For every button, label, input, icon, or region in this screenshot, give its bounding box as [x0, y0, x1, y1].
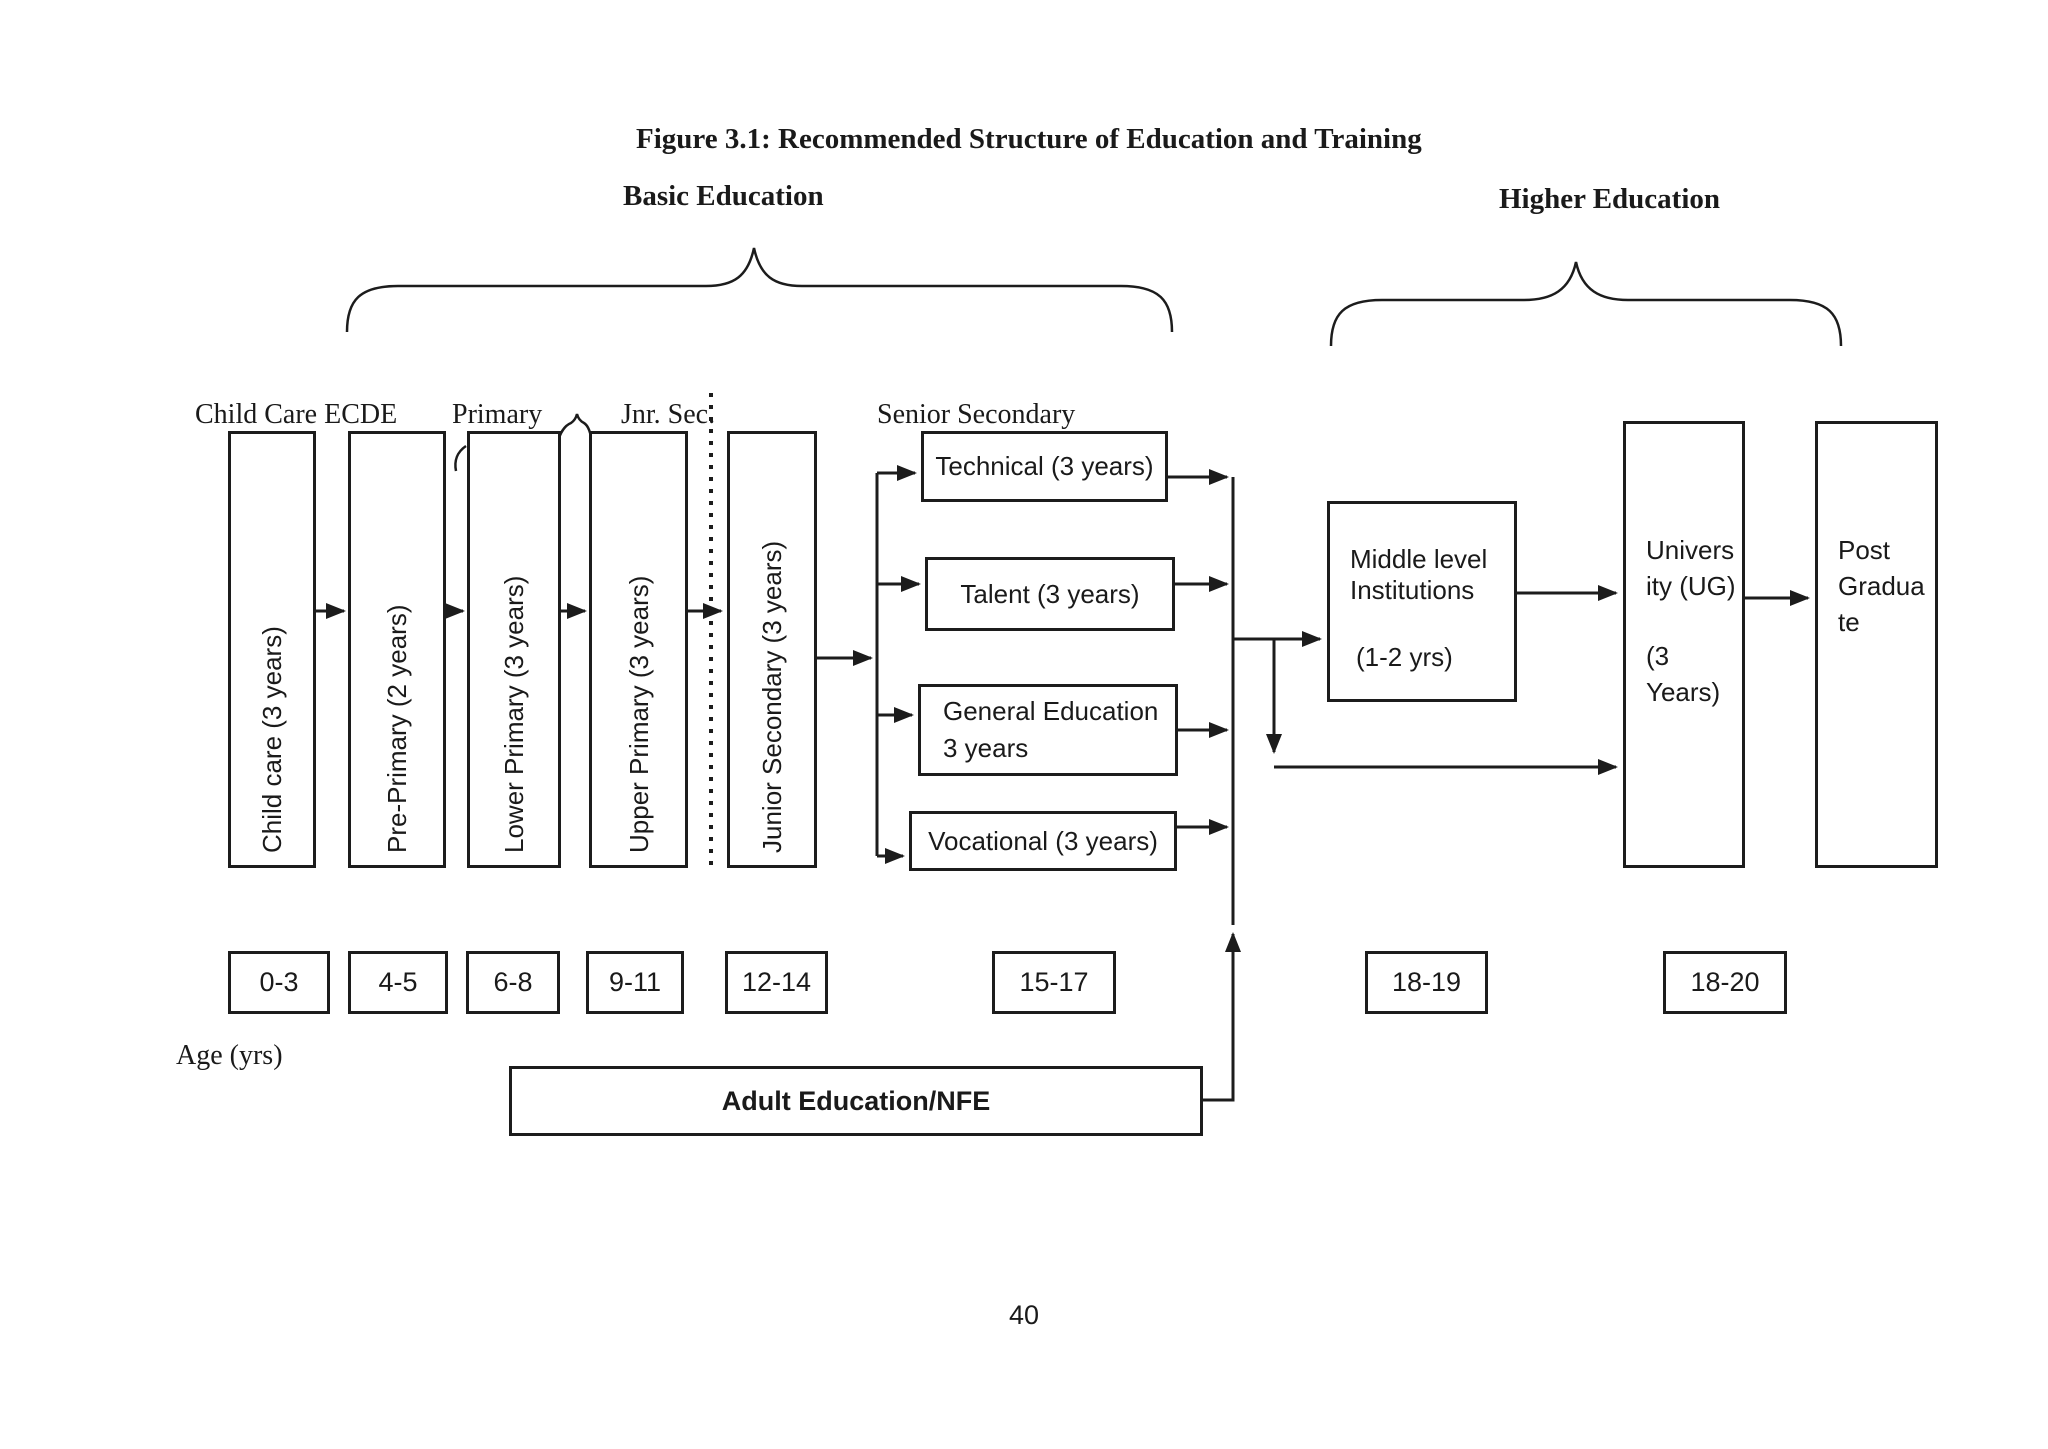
age-value: 6-8 — [493, 967, 533, 997]
age-value: 18-20 — [1690, 967, 1760, 997]
university-duration-line: (3 — [1646, 641, 1670, 671]
middle-level-name-line: Middle level — [1350, 544, 1488, 574]
age-box-15-17: 15-17 — [992, 951, 1116, 1014]
track-label: Talent (3 years) — [960, 578, 1140, 609]
primary-brace-left-mark — [454, 444, 467, 472]
university-name-line: ity (UG) — [1646, 571, 1736, 601]
age-value: 15-17 — [1019, 967, 1089, 997]
age-box-18-19: 18-19 — [1365, 951, 1488, 1014]
level-box-upper-primary: Upper Primary (3 years) — [589, 431, 688, 868]
age-value: 9-11 — [608, 967, 662, 997]
age-box-12-14: 12-14 — [725, 951, 828, 1014]
track-box-vocational: Vocational (3 years) — [909, 811, 1177, 871]
post-graduate-line: Post — [1838, 535, 1891, 565]
level-label: Upper Primary (3 years) — [623, 575, 654, 853]
adult-education-label: Adult Education/NFE — [721, 1085, 991, 1116]
post-graduate-line: Gradua — [1838, 571, 1925, 601]
page-number: 40 — [1008, 1300, 1040, 1330]
track-box-talent: Talent (3 years) — [925, 557, 1175, 631]
post-graduate-line: te — [1838, 607, 1860, 637]
level-box-pre-primary: Pre-Primary (2 years) — [348, 431, 446, 868]
arrow-adulteducation-up — [1203, 932, 1241, 1102]
age-value: 18-19 — [1391, 967, 1462, 997]
basic-education-brace — [345, 247, 1174, 333]
age-box-0-3: 0-3 — [228, 951, 330, 1014]
column-header-senior-secondary: Senior Secondary — [877, 399, 1076, 430]
age-box-6-8: 6-8 — [466, 951, 560, 1014]
higher-education-brace — [1329, 261, 1843, 347]
adult-education-box: Adult Education/NFE — [509, 1066, 1203, 1136]
track-label-line: 3 years — [943, 733, 1029, 763]
level-box-lower-primary: Lower Primary (3 years) — [467, 431, 561, 868]
age-box-18-20: 18-20 — [1663, 951, 1787, 1014]
column-header-jnr-sec: Jnr. Sec. — [621, 399, 716, 430]
middle-level-box: Middle level Institutions (1-2 yrs) — [1327, 501, 1517, 702]
track-label: Technical (3 years) — [935, 451, 1154, 481]
track-box-technical: Technical (3 years) — [921, 431, 1168, 502]
level-box-child-care: Child care (3 years) — [228, 431, 316, 868]
level-box-junior-secondary: Junior Secondary (3 years) — [727, 431, 817, 868]
university-name-line: Univers — [1646, 535, 1735, 565]
age-box-9-11: 9-11 — [586, 951, 684, 1014]
column-header-child-care-ecde: Child Care ECDE — [195, 399, 398, 430]
age-value: 4-5 — [378, 967, 418, 997]
higher-education-label: Higher Education — [1499, 183, 1721, 215]
post-graduate-box: Post Gradua te — [1815, 421, 1938, 868]
figure-title: Figure 3.1: Recommended Structure of Edu… — [636, 123, 1422, 155]
age-axis-label: Age (yrs) — [176, 1040, 283, 1071]
age-value: 0-3 — [259, 967, 299, 997]
column-header-primary: Primary — [452, 399, 543, 430]
level-label: Junior Secondary (3 years) — [757, 540, 787, 853]
track-box-general-education: General Education 3 years — [918, 684, 1178, 776]
level-label: Lower Primary (3 years) — [499, 575, 529, 853]
track-label-line: General Education — [943, 696, 1159, 726]
university-box: Univers ity (UG) (3 Years) — [1623, 421, 1745, 868]
university-duration-line: Years) — [1646, 677, 1721, 707]
age-box-4-5: 4-5 — [348, 951, 448, 1014]
track-label: Vocational (3 years) — [928, 825, 1158, 856]
age-value: 12-14 — [741, 967, 812, 997]
basic-education-label: Basic Education — [623, 180, 824, 212]
level-label: Child care (3 years) — [257, 626, 287, 853]
middle-level-name-line: Institutions — [1350, 575, 1475, 605]
level-label: Pre-Primary (2 years) — [382, 604, 412, 853]
primary-brace-mark — [555, 413, 594, 446]
middle-level-duration: (1-2 yrs) — [1356, 642, 1453, 672]
